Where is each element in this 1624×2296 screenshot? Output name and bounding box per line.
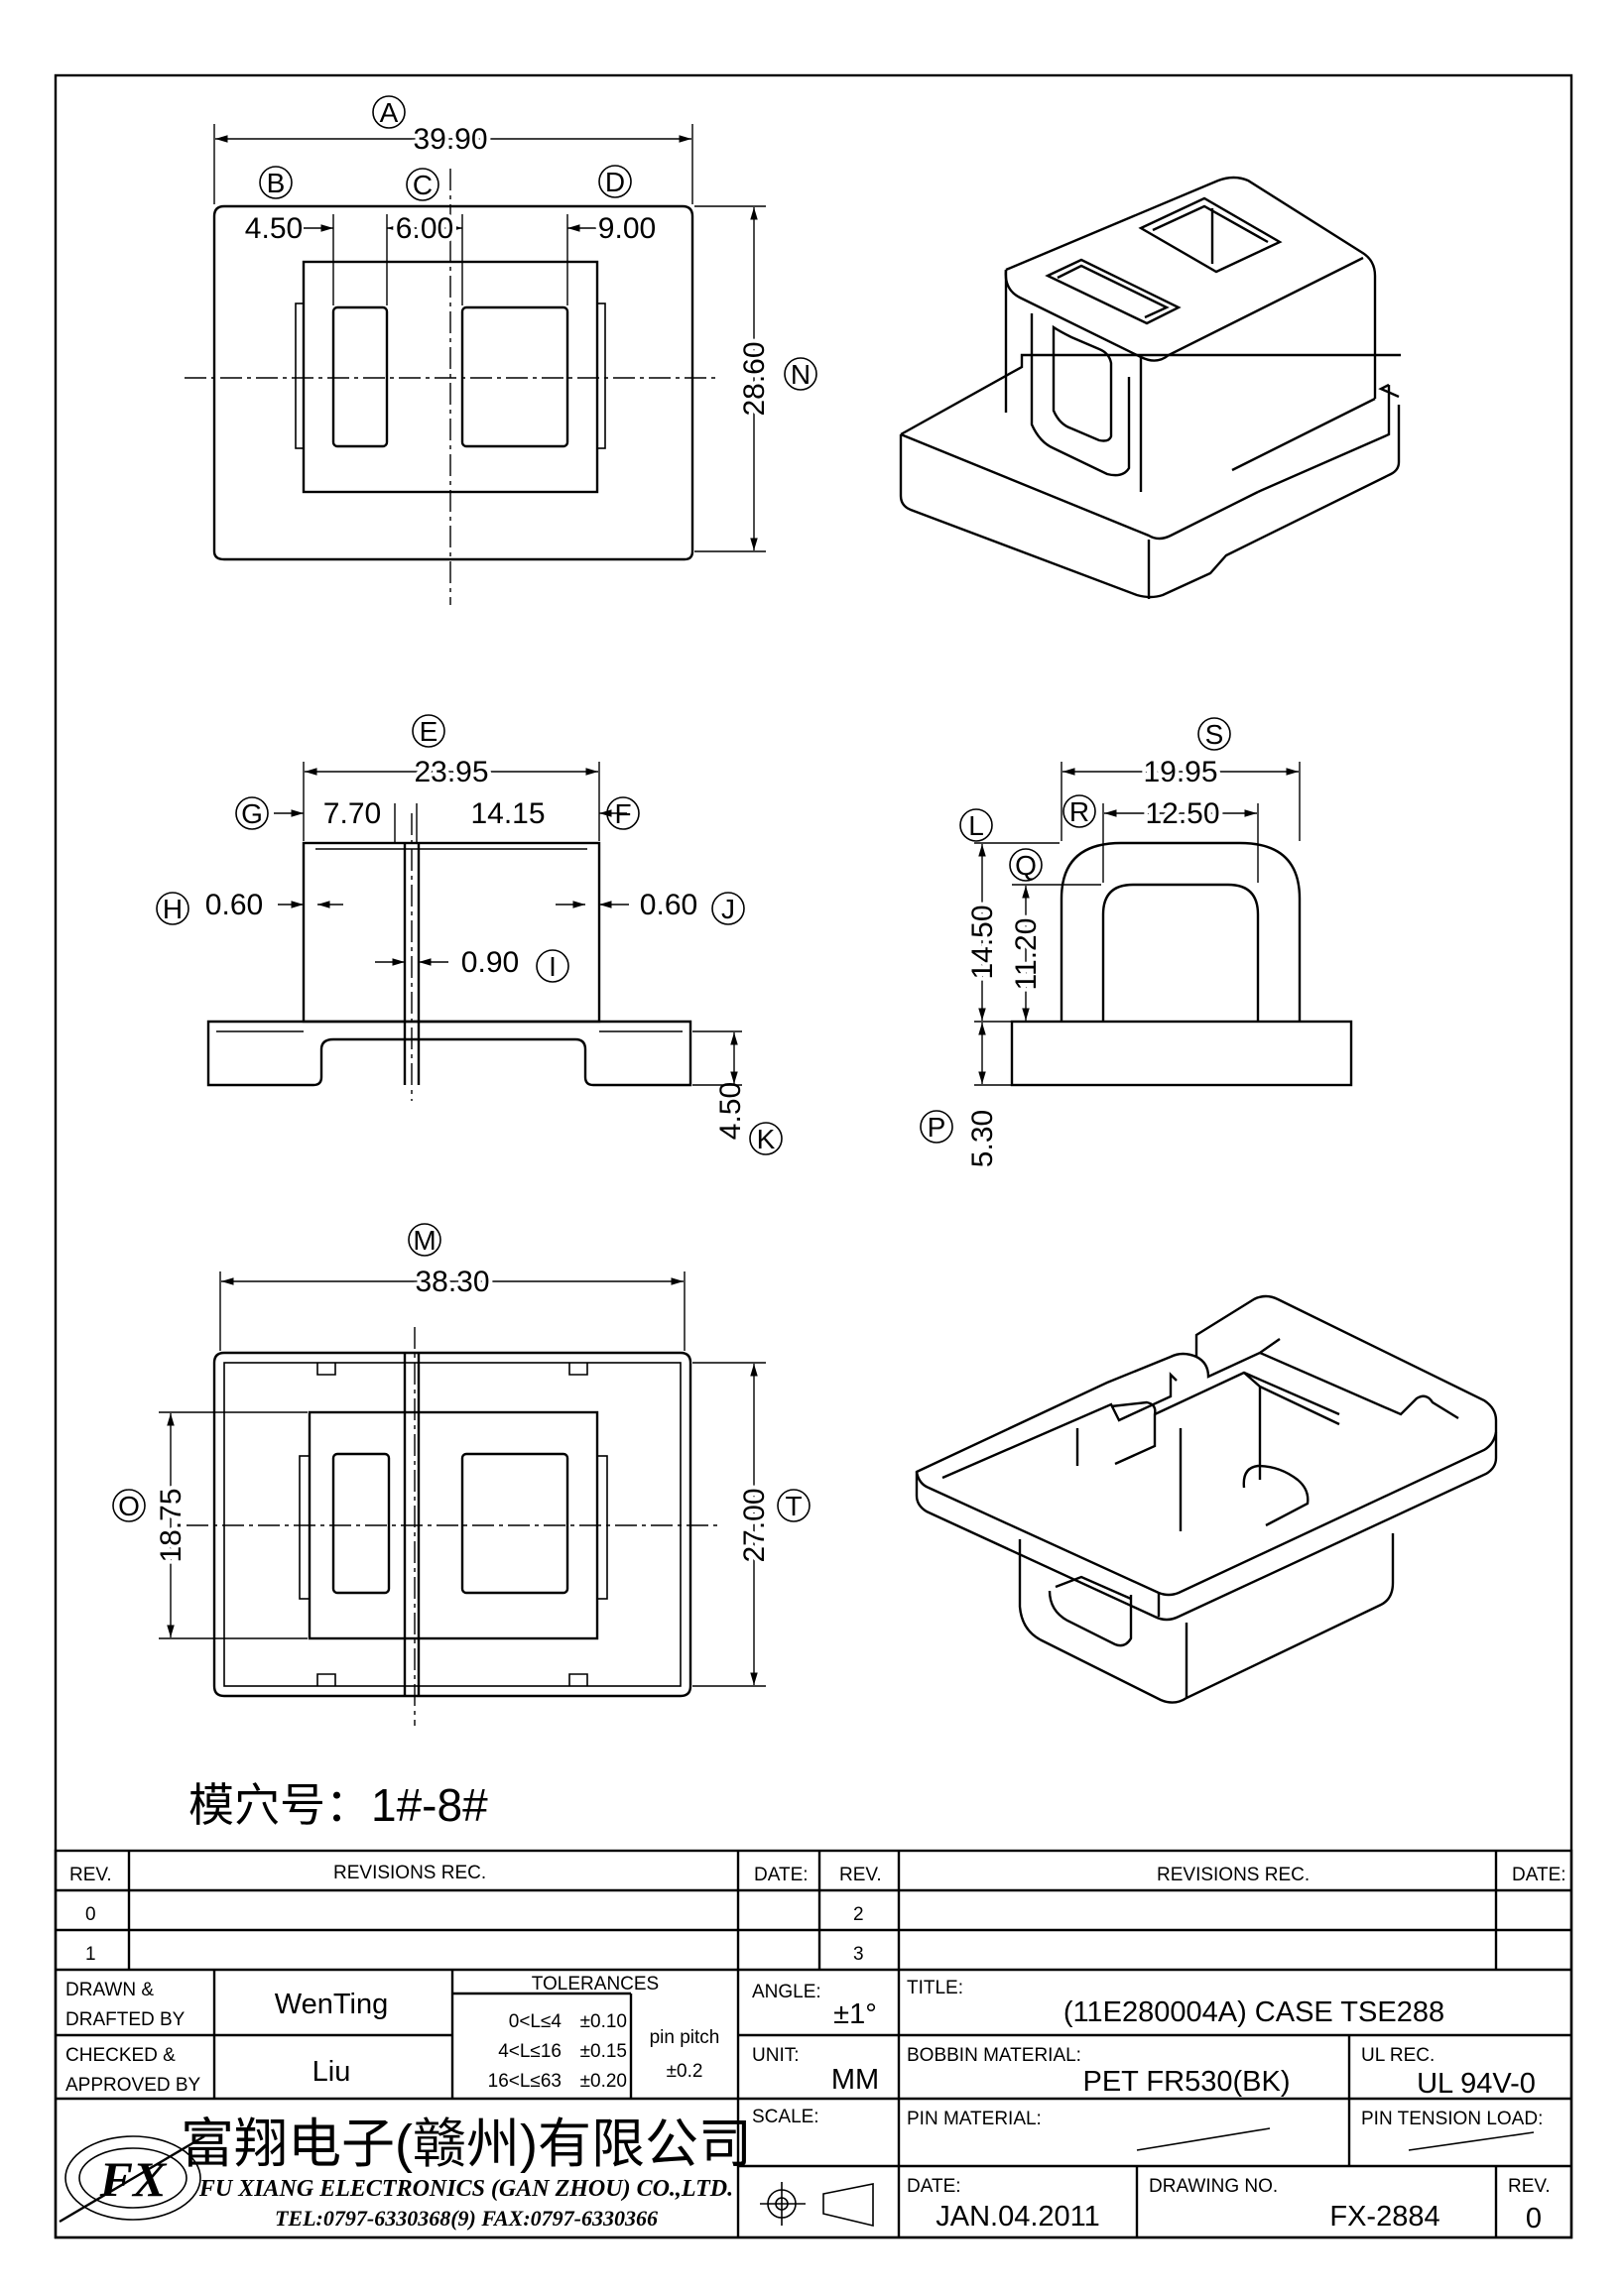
cavity-note: 模穴号：1#-8# (188, 1779, 488, 1831)
checked-label-2: APPROVED BY (65, 2075, 201, 2096)
dim-base-height: 4.50 (714, 1082, 747, 1140)
top-view (185, 95, 817, 605)
rev-header-right: REV. (839, 1865, 882, 1885)
dim-right-half: 14.15 (470, 797, 545, 830)
ul-value: UL 94V-0 (1417, 2068, 1536, 2100)
revisions-header-right: REVISIONS REC. (1157, 1865, 1310, 1885)
isometric-view-bottom (915, 1294, 1498, 1704)
tol-range-0: 0<L≤4 (509, 2011, 562, 2032)
dim-side-inner-height: 11.20 (1010, 918, 1043, 991)
rev-row-2: 2 (853, 1904, 864, 1925)
rev-label: REV. (1508, 2176, 1551, 2197)
balloon-J: J (721, 894, 735, 924)
isometric-view-top (899, 176, 1401, 599)
balloon-D: D (605, 167, 625, 197)
dim-side-inner-width: 12.50 (1145, 797, 1219, 830)
pin-tension-label: PIN TENSION LOAD: (1361, 2109, 1543, 2129)
dim-right-window: 9.00 (598, 212, 656, 245)
dim-overall-height: 28.60 (738, 341, 771, 416)
company-logo: FX (99, 2151, 168, 2207)
angle-label: ANGLE: (752, 1982, 821, 2002)
dim-left-half: 7.70 (323, 797, 381, 830)
dim-side-height: 14.50 (966, 905, 999, 979)
title-block (54, 1849, 1573, 2239)
ul-label: UL REC. (1361, 2045, 1435, 2066)
rev-row-1: 1 (85, 1944, 96, 1965)
dim-left-offset: 4.50 (245, 212, 303, 245)
bobbin-label: BOBBIN MATERIAL: (907, 2045, 1081, 2066)
balloon-T: T (785, 1491, 802, 1521)
balloon-M: M (413, 1225, 436, 1256)
balloon-B: B (267, 168, 286, 198)
dim-side-width: 19.95 (1143, 756, 1217, 788)
balloon-Q: Q (1015, 850, 1037, 881)
date-value: JAN.04.2011 (936, 2201, 1100, 2233)
balloon-E: E (420, 716, 438, 747)
date-label: DATE: (907, 2176, 961, 2197)
pin-material-label: PIN MATERIAL: (907, 2109, 1042, 2129)
company-name-cn: 富翔电子(赣州)有限公司 (181, 2115, 752, 2174)
rev-row-0: 0 (85, 1904, 96, 1925)
company-name-en: FU XIANG ELECTRONICS (GAN ZHOU) CO.,LTD. (198, 2176, 733, 2202)
checked-label-1: CHECKED & (65, 2045, 176, 2066)
tol-value-0: ±0.10 (580, 2011, 627, 2032)
drawn-by: WenTing (275, 1989, 388, 2020)
dim-bottom-inner-height: 18.75 (155, 1488, 187, 1562)
front-view (156, 714, 783, 1155)
balloon-C: C (413, 170, 433, 200)
dim-right-wall: 0.60 (640, 889, 697, 921)
tol-range-2: 16<L≤63 (488, 2071, 562, 2092)
unit-value: MM (831, 2064, 879, 2096)
tol-range-1: 4<L≤16 (498, 2041, 562, 2062)
dim-bottom-height: 27.00 (738, 1488, 771, 1562)
dim-body-width: 23.95 (414, 756, 488, 788)
balloon-G: G (241, 798, 263, 829)
company-contact: TEL:0797-6330368(9) FAX:0797-6330366 (275, 2206, 658, 2231)
balloon-O: O (118, 1491, 140, 1521)
sheet-border (54, 73, 1573, 2239)
dim-center-gap: 6.00 (396, 212, 453, 245)
balloon-H: H (163, 894, 183, 924)
drawing-no-value: FX-2884 (1329, 2201, 1439, 2233)
dim-left-wall: 0.60 (205, 889, 263, 921)
unit-label: UNIT: (752, 2045, 800, 2066)
drawn-label-2: DRAFTED BY (65, 2009, 186, 2030)
checked-by: Liu (312, 2056, 351, 2088)
rev-row-3: 3 (853, 1944, 864, 1965)
tol-value-2: ±0.20 (580, 2071, 627, 2092)
pin-pitch-label: pin pitch (650, 2027, 720, 2048)
scale-label: SCALE: (752, 2107, 819, 2127)
balloon-N: N (791, 359, 811, 390)
tol-value-1: ±0.15 (580, 2041, 627, 2062)
balloon-R: R (1069, 796, 1089, 827)
balloon-F: F (614, 798, 631, 829)
bottom-view (112, 1223, 811, 1726)
balloon-I: I (549, 951, 557, 982)
dim-bottom-width: 38.30 (415, 1266, 489, 1298)
balloon-P: P (928, 1112, 946, 1143)
revisions-header-left: REVISIONS REC. (333, 1863, 486, 1883)
rev-header-left: REV. (69, 1865, 112, 1885)
dim-overall-width: 39.90 (413, 123, 487, 156)
angle-value: ±1° (833, 1998, 877, 2030)
tolerances-header: TOLERANCES (532, 1974, 659, 1994)
rev-value: 0 (1526, 2203, 1542, 2235)
title-label: TITLE: (907, 1978, 963, 1998)
drawn-label-1: DRAWN & (65, 1980, 154, 2000)
bobbin-value: PET FR530(BK) (1083, 2066, 1291, 2098)
balloon-K: K (757, 1124, 776, 1154)
balloon-A: A (380, 97, 399, 128)
balloon-S: S (1205, 719, 1224, 750)
dim-divider: 0.90 (461, 946, 519, 979)
title-value: (11E280004A) CASE TSE288 (1063, 1996, 1444, 2028)
pin-pitch-value: ±0.2 (667, 2061, 703, 2082)
drawing-no-label: DRAWING NO. (1149, 2176, 1278, 2197)
dim-side-base: 5.30 (966, 1110, 999, 1167)
date-header-right: DATE: (1512, 1865, 1566, 1885)
balloon-L: L (968, 810, 984, 841)
side-view (920, 717, 1353, 1144)
date-header-left: DATE: (754, 1865, 809, 1885)
